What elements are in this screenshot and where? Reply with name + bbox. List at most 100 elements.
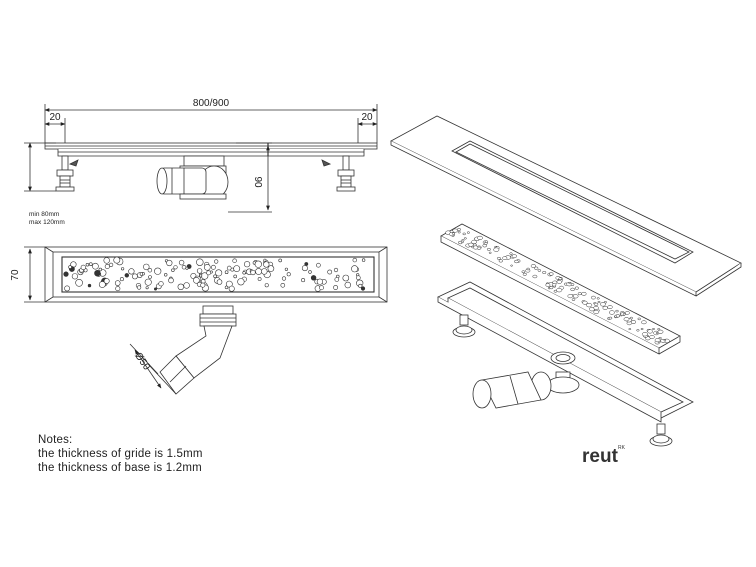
grate-hole: [263, 261, 270, 268]
grate-hole: [657, 329, 664, 334]
grate-hole: [264, 283, 269, 288]
leveling-leg-iso-left: [452, 314, 476, 338]
grate-hole: [143, 263, 150, 271]
grate-hole: [498, 259, 503, 263]
grate-hole: [63, 271, 69, 277]
edge-right-label: 20: [361, 112, 373, 123]
grate-hole: [250, 269, 256, 276]
grate-hole: [511, 254, 517, 259]
grate-hole: [484, 240, 489, 243]
side-elevation-view: [24, 104, 378, 213]
grate-hole: [164, 273, 168, 277]
grate-hole: [472, 245, 479, 250]
grate-hole: [233, 265, 241, 272]
grate-hole: [593, 305, 599, 310]
grate-hole: [344, 281, 351, 289]
grate-hole: [600, 302, 606, 307]
grate-hole: [244, 261, 251, 268]
grate-hole: [242, 271, 246, 275]
grate-hole: [352, 257, 357, 263]
grate-hole: [457, 228, 461, 231]
grate-hole: [471, 239, 477, 244]
grate-hole: [526, 267, 530, 271]
grate-hole: [615, 314, 621, 318]
grate-hole: [115, 286, 121, 292]
grate-hole: [622, 313, 626, 316]
grate-hole: [158, 281, 164, 287]
grate-hole: [532, 274, 538, 279]
leveling-leg-iso-right: [649, 423, 673, 447]
grate-hole: [468, 242, 474, 247]
grate-hole: [482, 244, 487, 248]
grate-hole: [113, 256, 121, 264]
grate-hole: [224, 285, 229, 290]
grate-hole: [168, 277, 174, 284]
grate-hole: [537, 269, 542, 272]
grate-hole: [80, 264, 86, 271]
grate-hole: [451, 232, 455, 235]
grate-hole: [628, 328, 632, 331]
grate-hole: [615, 309, 619, 313]
grate-hole: [94, 270, 101, 277]
grate-hole: [171, 268, 175, 272]
height-label: 90: [252, 176, 263, 188]
siphon-isometric: [472, 371, 580, 409]
grate-hole: [255, 268, 262, 275]
grate-hole: [216, 279, 223, 285]
grate-hole: [316, 278, 324, 285]
grate-hole: [549, 286, 554, 290]
grate-hole: [89, 262, 93, 267]
length-label: 800/900: [193, 98, 230, 109]
grate-hole: [210, 264, 216, 270]
grate-hole: [640, 327, 644, 331]
grate-hole: [574, 286, 579, 290]
grate-hole: [463, 237, 467, 240]
notes-block: Notes: the thickness of gride is 1.5mm t…: [38, 434, 203, 474]
grate-hole: [68, 265, 72, 269]
grate-hole: [173, 265, 178, 270]
grate-holes-plan: [63, 256, 366, 292]
grate-hole: [75, 278, 83, 287]
channel-body-isometric: [437, 281, 694, 423]
grate-hole: [145, 286, 149, 290]
notes-line-base: the thickness of base is 1.2mm: [38, 462, 202, 474]
grate-hole: [360, 286, 366, 291]
grate-hole: [64, 285, 70, 292]
grate-hole: [570, 287, 575, 292]
leg-min-label: min 80mm: [29, 211, 59, 218]
grate-hole: [351, 265, 359, 273]
grate-hole: [301, 265, 308, 272]
grate-hole: [596, 297, 600, 300]
grate-hole: [166, 259, 173, 267]
grate-hole: [641, 320, 647, 325]
grate-hole: [98, 267, 103, 272]
grate-hole: [147, 268, 153, 273]
grate-hole: [215, 269, 223, 277]
grate-hole: [649, 335, 655, 339]
grate-hole: [226, 265, 232, 271]
grate-hole: [623, 317, 630, 322]
grate-hole: [177, 283, 185, 290]
grate-hole: [71, 273, 78, 280]
grate-hole: [128, 268, 135, 275]
grate-hole: [534, 266, 539, 270]
leveling-leg-left: [55, 155, 79, 192]
grate-hole: [496, 256, 501, 260]
grate-hole: [510, 264, 513, 267]
grate-hole: [624, 311, 630, 315]
grate-hole: [647, 329, 653, 334]
grate-hole: [154, 267, 162, 275]
grate-hole: [355, 275, 361, 281]
grate-hole: [641, 332, 648, 337]
grate-hole: [581, 291, 587, 296]
grate-hole: [214, 259, 219, 264]
grate-hole: [237, 278, 245, 286]
grate-hole: [630, 320, 637, 324]
grate-hole: [193, 276, 200, 284]
grate-hole: [597, 301, 601, 304]
grate-hole: [206, 270, 211, 276]
grate-hole: [333, 267, 339, 273]
grate-hole: [582, 300, 588, 305]
grate-hole: [316, 262, 321, 268]
